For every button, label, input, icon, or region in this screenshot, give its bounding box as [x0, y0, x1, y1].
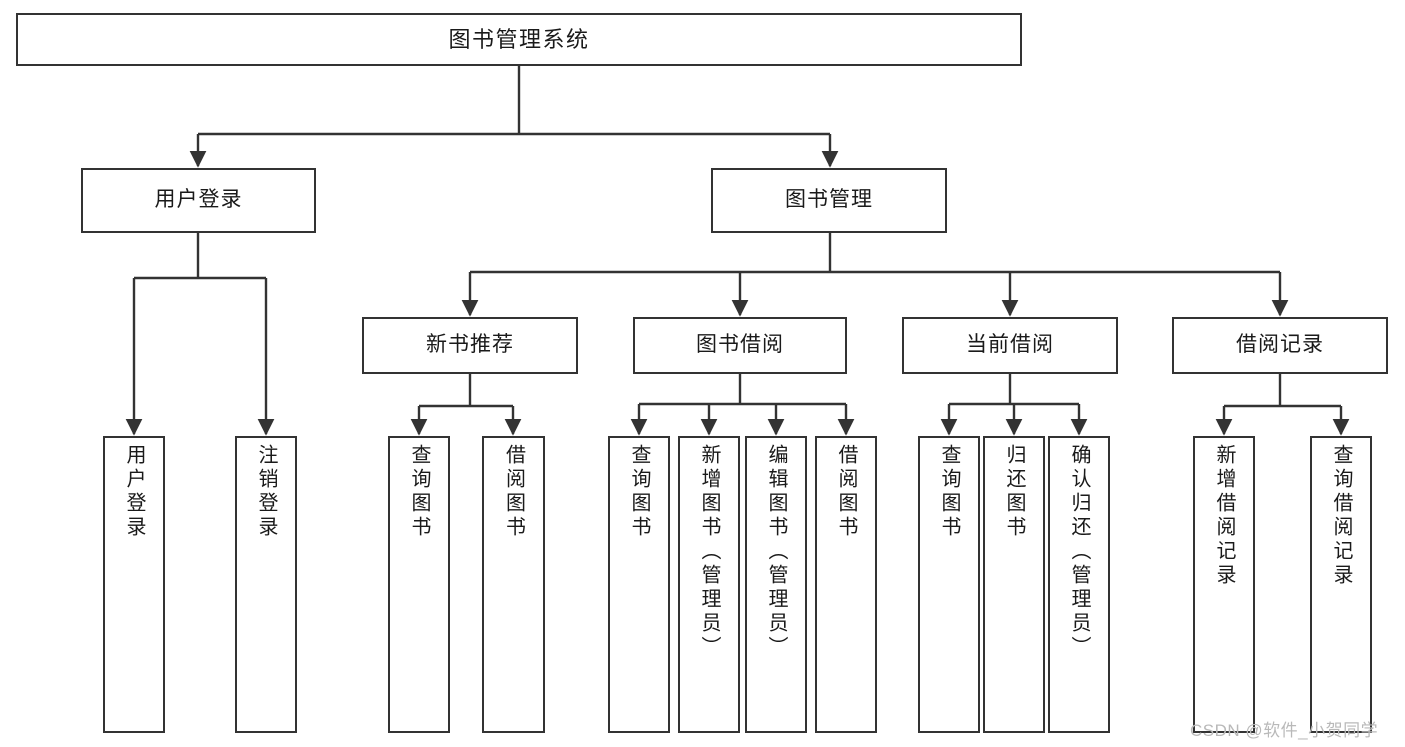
node-label: 查询图书 [938, 444, 960, 540]
node-leaf-query-book-borrow[interactable]: 查询图书 [608, 436, 670, 733]
node-label: 图书管理 [785, 188, 873, 212]
node-label: 用户登录 [123, 444, 145, 540]
node-label: 注销登录 [255, 444, 277, 540]
node-leaf-query-book-current[interactable]: 查询图书 [918, 436, 980, 733]
node-root-book-management-system[interactable]: 图书管理系统 [16, 13, 1022, 66]
node-label: 新增图书（管理员） [698, 444, 720, 660]
node-label: 新书推荐 [426, 333, 514, 357]
node-leaf-query-book-recommend[interactable]: 查询图书 [388, 436, 450, 733]
node-label: 图书管理系统 [448, 26, 590, 52]
node-label: 借阅记录 [1236, 333, 1324, 357]
node-label: 归还图书 [1003, 444, 1025, 540]
node-book-management[interactable]: 图书管理 [711, 168, 947, 233]
node-leaf-borrow-book[interactable]: 借阅图书 [815, 436, 877, 733]
node-leaf-query-borrow-record[interactable]: 查询借阅记录 [1310, 436, 1372, 733]
node-label: 借阅图书 [502, 444, 525, 540]
watermark-text: CSDN @软件_小贺同学 [1190, 721, 1379, 740]
node-current-borrow[interactable]: 当前借阅 [902, 317, 1118, 374]
node-new-book-recommend[interactable]: 新书推荐 [362, 317, 578, 374]
node-label: 确认归还（管理员） [1068, 444, 1090, 660]
node-leaf-borrow-book-recommend[interactable]: 借阅图书 [482, 436, 545, 733]
node-user-login[interactable]: 用户登录 [81, 168, 316, 233]
node-leaf-user-login[interactable]: 用户登录 [103, 436, 165, 733]
node-label: 新增借阅记录 [1213, 444, 1235, 588]
node-leaf-edit-book-admin[interactable]: 编辑图书（管理员） [745, 436, 807, 733]
node-label: 借阅图书 [835, 444, 857, 540]
node-leaf-add-borrow-record[interactable]: 新增借阅记录 [1193, 436, 1255, 733]
node-label: 查询借阅记录 [1330, 444, 1352, 588]
node-borrow-record[interactable]: 借阅记录 [1172, 317, 1388, 374]
node-label: 当前借阅 [966, 333, 1054, 357]
node-book-borrow[interactable]: 图书借阅 [633, 317, 847, 374]
node-leaf-add-book-admin[interactable]: 新增图书（管理员） [678, 436, 740, 733]
node-label: 图书借阅 [696, 333, 784, 357]
node-label: 查询图书 [628, 444, 650, 540]
node-leaf-confirm-return-admin[interactable]: 确认归还（管理员） [1048, 436, 1110, 733]
node-label: 查询图书 [408, 444, 430, 540]
node-label: 用户登录 [154, 188, 243, 212]
node-label: 编辑图书（管理员） [765, 444, 787, 660]
node-leaf-logout[interactable]: 注销登录 [235, 436, 297, 733]
node-leaf-return-book[interactable]: 归还图书 [983, 436, 1045, 733]
